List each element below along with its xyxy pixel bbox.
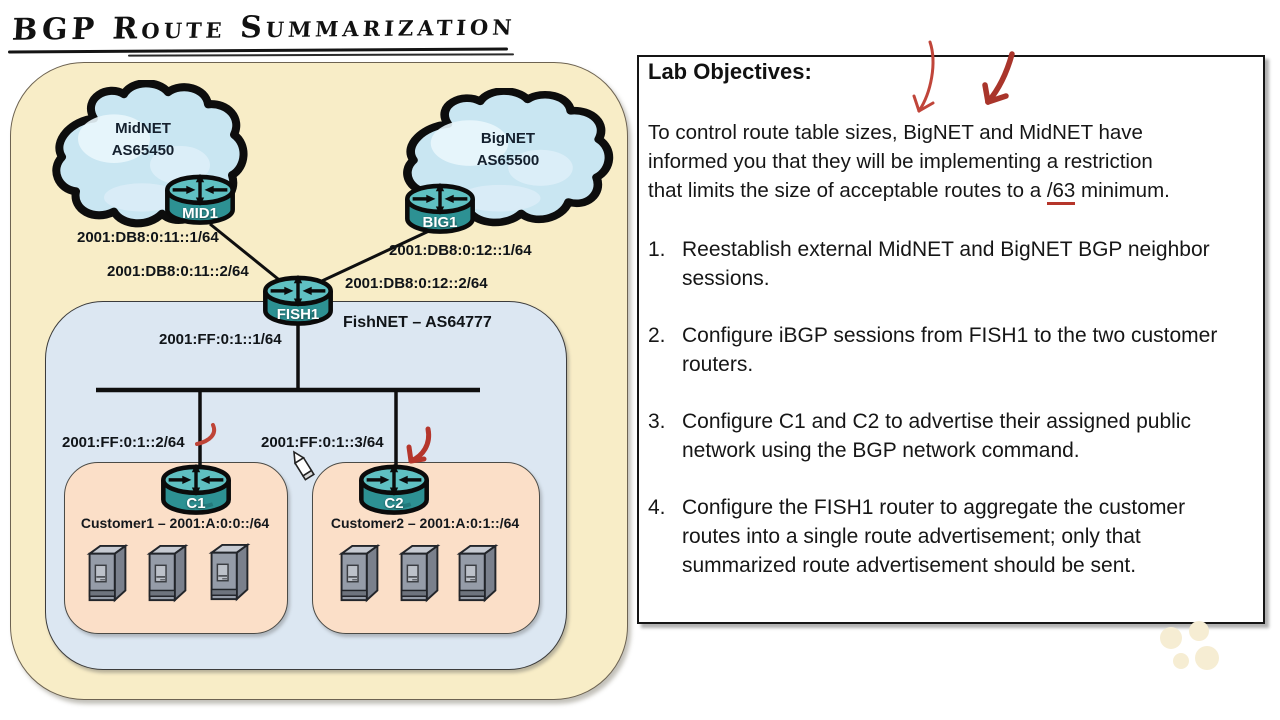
intro-slash63-highlight: /63 [1046, 179, 1076, 205]
midnet-label: MidNET AS65450 [63, 118, 223, 162]
bignet-label: BigNET AS65500 [428, 128, 588, 172]
midnet-name: MidNET [115, 120, 171, 137]
intro-line-3-pre: that limits the size of acceptable route… [648, 179, 1047, 202]
midnet-asn: AS65450 [111, 142, 175, 159]
link-label-lan-fish1: 2001:FF:0:1::1/64 [159, 331, 282, 348]
bignet-asn: AS65500 [476, 152, 540, 169]
objective-item-1: 1. Reestablish external MidNET and BigNE… [648, 235, 1248, 293]
link-label-big-fish: 2001:DB8:0:12::2/64 [345, 275, 488, 292]
objective-line: network using the BGP network command. [682, 439, 1080, 462]
objective-line: Configure C1 and C2 to advertise their a… [682, 410, 1191, 433]
intro-line-3-post: minimum. [1075, 179, 1170, 202]
customer2-label: Customer2 – 2001:A:0:1::/64 [330, 515, 520, 531]
mid1-router: MID1 [162, 170, 238, 228]
fishnet-as-label: FishNET – AS64777 [343, 314, 492, 331]
objective-item-2: 2. Configure iBGP sessions from FISH1 to… [648, 321, 1248, 379]
link-label-lan-c2: 2001:FF:0:1::3/64 [261, 434, 384, 451]
c1-router-label: C1 [186, 495, 206, 512]
objective-number: 1. [648, 238, 666, 261]
objective-line: routes into a single route advertisement… [682, 525, 1141, 548]
intro-line-1: To control route table sizes, BigNET and… [648, 121, 1143, 144]
link-label-big1: 2001:DB8:0:12::1/64 [389, 242, 532, 259]
link-label-lan-c1: 2001:FF:0:1::2/64 [62, 434, 185, 451]
objective-text: Configure iBGP sessions from FISH1 to th… [682, 321, 1248, 379]
page-title: BGP Route Summarization [10, 7, 517, 48]
objective-line: summarized route advertisement should be… [682, 554, 1137, 577]
objective-item-4: 4. Configure the FISH1 router to aggrega… [648, 493, 1248, 580]
objective-number: 3. [648, 410, 666, 433]
big1-router: BIG1 [402, 179, 478, 237]
customer1-label: Customer1 – 2001:A:0:0::/64 [80, 515, 270, 531]
objective-number: 2. [648, 324, 666, 347]
c1-router: C1 [158, 460, 234, 518]
server-icon [144, 544, 190, 604]
link-label-mid1: 2001:DB8:0:11::1/64 [77, 229, 219, 246]
objective-line: Configure the FISH1 router to aggregate … [682, 496, 1186, 519]
objective-line: Configure iBGP sessions from FISH1 to th… [682, 324, 1218, 347]
objective-text: Configure the FISH1 router to aggregate … [682, 493, 1248, 580]
c2-router: C2 [356, 460, 432, 518]
lab-objectives-list: 1. Reestablish external MidNET and BigNE… [648, 235, 1248, 608]
lab-objectives-intro: To control route table sizes, BigNET and… [648, 118, 1253, 205]
server-icon [454, 544, 500, 604]
fish1-router: FISH1 [260, 271, 336, 329]
intro-line-3: that limits the size of acceptable route… [648, 176, 1253, 205]
link-label-mid-fish: 2001:DB8:0:11::2/64 [107, 263, 249, 280]
fish1-router-label: FISH1 [276, 306, 320, 323]
lab-objectives-panel [637, 55, 1265, 624]
objective-line: routers. [682, 353, 754, 376]
objective-line: Reestablish external MidNET and BigNET B… [682, 238, 1210, 261]
bignet-cloud: BigNET AS65500 [392, 88, 618, 240]
watermark-dots [1160, 621, 1219, 670]
midnet-cloud: MidNET AS65450 [42, 80, 252, 242]
c2-router-label: C2 [384, 495, 404, 512]
bignet-name: BigNET [480, 130, 536, 147]
lab-objectives-heading: Lab Objectives: [648, 59, 812, 84]
objective-number: 4. [648, 496, 666, 519]
objective-line: sessions. [682, 267, 770, 290]
server-icon [396, 544, 442, 604]
big1-router-label: BIG1 [422, 214, 458, 231]
objective-text: Configure C1 and C2 to advertise their a… [682, 407, 1248, 465]
objective-text: Reestablish external MidNET and BigNET B… [682, 235, 1248, 293]
server-icon [336, 544, 382, 604]
server-icon [206, 543, 252, 603]
objective-item-3: 3. Configure C1 and C2 to advertise thei… [648, 407, 1248, 465]
intro-line-2: informed you that they will be implement… [648, 150, 1153, 173]
server-icon [84, 544, 130, 604]
mid1-router-label: MID1 [182, 205, 218, 222]
title-underline-2 [127, 53, 515, 57]
